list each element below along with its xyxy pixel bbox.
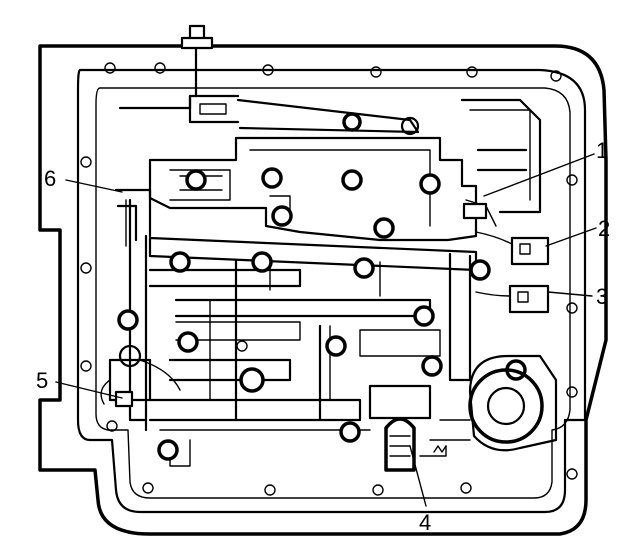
shift-solenoid [368,384,447,472]
manual-shaft [118,24,420,136]
valve-body-bolts [117,167,527,461]
leader-1 [483,153,595,197]
leader-2 [545,227,597,247]
callout-4: 4 [419,510,431,535]
leader-4 [409,445,427,507]
callout-2: 2 [598,216,610,241]
accumulator-housing [429,354,558,452]
upper-valve-body [148,98,542,242]
leader-3 [547,291,593,297]
leader-6 [65,179,123,193]
callout-leaders [55,153,597,507]
callout-3: 3 [596,284,608,309]
case-flange [38,44,608,536]
connectors-right [462,199,550,314]
callout-5: 5 [36,368,48,393]
callout-1: 1 [596,138,608,163]
flange-bolt-holes [80,62,578,496]
leader-5 [55,381,123,399]
callout-labels: 1 2 3 4 5 6 [36,138,610,535]
wiring-harness [100,188,181,408]
callout-6: 6 [44,166,56,191]
